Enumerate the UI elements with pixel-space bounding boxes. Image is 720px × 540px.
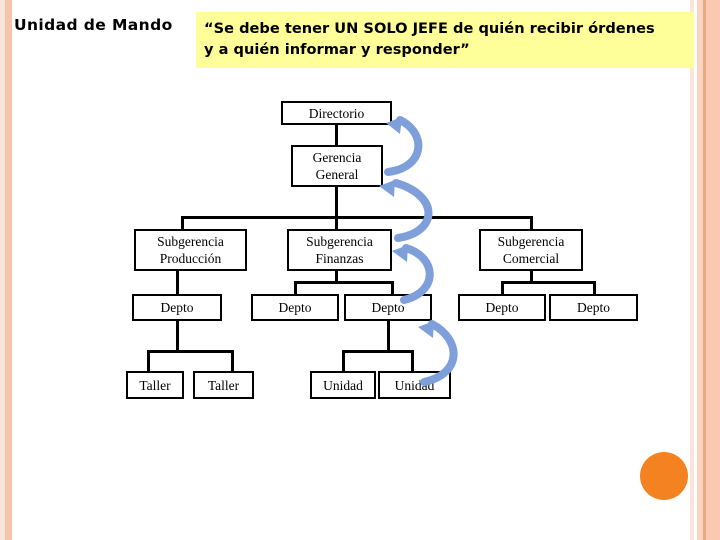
node-gerencia-general-label-line2: General [315,167,359,182]
node-subgerencia-produccion-label-line1: Subgerencia [157,234,224,249]
arrow-gerencia-to-directorio [384,116,423,176]
connector-bar-to-produccion [181,216,184,231]
page-title: Unidad de Mando [14,16,173,34]
connector-comercial-depto5 [593,281,596,295]
arrow-finanzas-to-gerencia [392,179,433,242]
connector-gerencia-trunk [335,186,338,231]
node-subgerencia-comercial[interactable]: Subgerencia Comercial [479,229,583,271]
right-edge-stripe-2 [697,0,703,540]
connector-finanzas-bar [294,281,394,284]
connector-comercial-bar [501,281,596,284]
node-subgerencia-comercial-label-line2: Comercial [502,251,560,266]
connector-depto1-bar [147,350,234,353]
node-unidad-2[interactable]: Unidad [378,371,451,399]
connector-finanzas-depto2 [294,281,297,295]
node-gerencia-general-label-line1: Gerencia [312,150,362,165]
node-subgerencia-comercial-label-line1: Subgerencia [497,234,565,249]
connector-directorio-gerencia [335,124,338,146]
node-taller-1[interactable]: Taller [126,371,184,399]
connector-depto1-taller2 [231,350,234,371]
node-depto-1-label: Depto [160,300,194,315]
node-depto-2-label: Depto [278,300,312,315]
quote-text: “Se debe tener UN SOLO JEFE de quién rec… [204,18,688,60]
node-depto-4[interactable]: Depto [458,294,546,321]
connector-depto1-taller1 [147,350,150,371]
node-subgerencia-produccion[interactable]: Subgerencia Producción [134,229,247,271]
node-taller-1-label: Taller [139,377,171,393]
node-taller-2-label: Taller [207,377,240,393]
node-unidad-2-label: Unidad [394,377,435,393]
arrowhead-depto3 [418,321,434,338]
node-subgerencia-produccion-label-line2: Producción [159,251,222,266]
orange-accent-dot [640,452,688,500]
connector-depto3-stem [387,320,390,352]
right-edge-stripe-4 [706,0,720,540]
node-depto-5-label: Depto [577,300,610,315]
right-edge-stripe-3 [703,0,706,540]
node-directorio-label: Directorio [308,105,365,121]
connector-depto3-unidad1 [342,350,345,371]
node-depto-5[interactable]: Depto [549,294,638,321]
node-depto-3[interactable]: Depto [344,294,432,321]
node-subgerencia-finanzas-label-line1: Subgerencia [306,234,373,249]
node-unidad-1-label: Unidad [323,377,363,393]
connector-produccion-depto1 [176,270,179,295]
node-taller-2[interactable]: Taller [193,371,254,399]
left-edge-stripe-accent [5,0,12,540]
node-subgerencia-finanzas-label-line2: Finanzas [315,251,364,266]
node-depto-2[interactable]: Depto [251,294,339,321]
connector-finanzas-depto3 [391,281,394,295]
connector-depto1-stem [176,320,179,352]
quote-highlight-box: “Se debe tener UN SOLO JEFE de quién rec… [196,12,694,68]
connector-bar-to-comercial [530,216,533,231]
node-unidad-1[interactable]: Unidad [310,371,376,399]
node-subgerencia-finanzas[interactable]: Subgerencia Finanzas [287,229,392,271]
arrow-depto3-to-finanzas [400,244,434,304]
left-edge-stripe [0,0,5,540]
connector-depto3-unidad2 [411,350,414,371]
node-depto-4-label: Depto [485,300,519,315]
quote-line-2: y a quién informar y responder” [204,41,470,58]
arrowhead-finanzas [392,245,408,262]
node-directorio[interactable]: Directorio [281,101,392,125]
node-gerencia-general[interactable]: Gerencia General [291,145,383,187]
node-depto-3-label: Depto [371,300,405,315]
connector-depto3-bar [342,350,414,353]
right-edge-stripe-1 [690,0,694,540]
node-depto-1[interactable]: Depto [132,294,222,321]
connector-comercial-stem [530,270,533,282]
connector-subgerencia-bar [181,216,533,219]
connector-finanzas-stem [335,270,338,282]
connector-comercial-depto4 [501,281,504,295]
quote-line-1: “Se debe tener UN SOLO JEFE de quién rec… [204,20,655,37]
